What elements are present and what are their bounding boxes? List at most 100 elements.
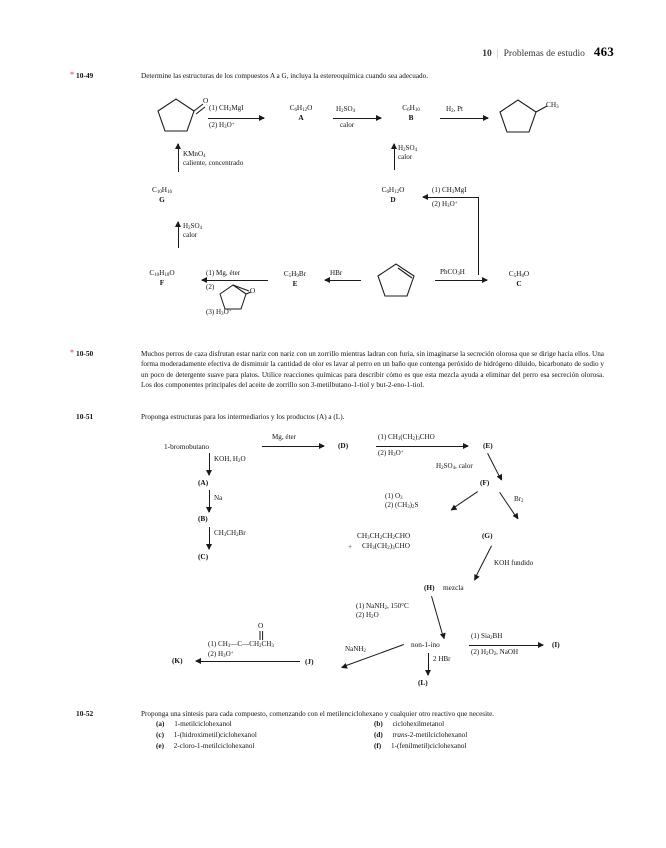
product-H-note: mezcla [443, 583, 464, 592]
reagent-kmno4: KMnO4 [183, 150, 206, 160]
problem-10-49-text: Determine las estructuras de los compues… [141, 72, 429, 80]
option-d-stereo-prefix: trans [392, 731, 408, 739]
option-a-letter: (a) [156, 720, 165, 728]
reagent-calor-3: calor [183, 231, 198, 239]
arrow-grignard-epoxide [201, 277, 268, 284]
product-B-51: (B) [198, 514, 208, 523]
product-E: (E) [483, 441, 493, 450]
arrow-dehydration-2 [391, 143, 398, 170]
reagent-epoxide-step: (2) [206, 283, 215, 291]
option-e-letter: (e) [156, 742, 164, 750]
reagent-pentanal-step1: (1) CH3(CH2)3CHO [378, 433, 435, 443]
cyclopentene-oxide-structure [219, 284, 252, 310]
cyclopentene-structure [377, 263, 415, 297]
option-e: (e) 2-cloro-1-metilciclohexanol [156, 742, 254, 750]
compound-D-label: D [390, 195, 396, 204]
reagent-mg-eter: (1) Mg, éter [206, 269, 241, 277]
reagent-grignard2-step1: (1) CH3MgI [432, 186, 467, 196]
reagent-calor-1: calor [340, 121, 355, 129]
product-A-51: (A) [198, 478, 209, 487]
compound-D-formula: C6H12O [381, 185, 405, 196]
arrow-dehydration-3 [175, 221, 182, 248]
reagent-koh-h2o: KOH, H2O [214, 455, 246, 465]
arrow-ozonolysis [450, 491, 478, 510]
compound-C-label: C [516, 279, 522, 288]
arrow-ethyl-bromide [206, 527, 213, 550]
product-L: (L) [418, 678, 428, 687]
page-number: 463 [593, 44, 614, 59]
product-F: (F) [480, 478, 490, 487]
compound-F-label: F [159, 278, 165, 287]
problem-10-51-text: Proponga estructuras para los intermedia… [141, 413, 345, 421]
reagent-br2: Br2 [514, 495, 524, 505]
epoxide-oxygen-label: O [250, 286, 256, 295]
arrow-grignard-1 [208, 115, 265, 122]
option-f-letter: (f) [374, 742, 382, 750]
reagent-h2so4-2: H2SO4 [398, 144, 418, 154]
option-f: (f) 1-(fenilmetil)ciclohexanol [374, 742, 466, 750]
reagent-nanh2-step1: (1) NaNH2, 150°C [356, 602, 409, 612]
problem-10-49-number: 10-49 [76, 71, 94, 80]
arrow-dehydration-1 [333, 115, 382, 122]
arrow-hydroboration [469, 642, 544, 649]
reagent-h2-pt: H2, Pt [446, 105, 463, 115]
product-J: (J) [305, 657, 314, 666]
reagent-grignard-step1: (1) CH3MgI [209, 104, 244, 114]
reagent-nanh2-plain: NaNH2 [345, 645, 366, 655]
compound-A-label: A [298, 113, 304, 122]
product-H: (H) [424, 583, 435, 592]
problem-10-50-number: 10-50 [76, 349, 94, 358]
arrow-peracid [435, 277, 488, 284]
header-separator: | [496, 49, 499, 59]
option-b-letter: (b) [374, 720, 383, 728]
arrow-grignard-2 [422, 194, 479, 201]
problem-10-50-text: Muchos perros de caza disfrutan estar na… [141, 350, 604, 389]
problem-10-52-text: Proponga una síntesis para cada compuest… [141, 710, 495, 718]
arrow-kmno4 [175, 143, 182, 172]
reagent-ketone-step1: (1) CH3—C—CH2CH3 [208, 640, 274, 650]
reagent-grignard-step2: (2) H3O+ [209, 121, 235, 131]
reagent-grignard2-step2: (2) H3O+ [432, 200, 458, 210]
reagent-phco3h: PhCO3H [440, 268, 465, 278]
compound-C-formula: C5H8O [508, 269, 530, 280]
reagent-nanh2-step2: (2) H2O [356, 611, 379, 621]
reagent-ethyl-bromide: CH3CH2Br [214, 529, 246, 539]
problem-10-49-star: * [70, 70, 74, 79]
reagent-h2so4-1: H2SO4 [336, 105, 356, 115]
arrow-E-to-F [487, 453, 502, 481]
header-section-title: Problemas de estudio [503, 49, 585, 59]
arrow-na [206, 490, 213, 513]
ozonolysis-plus-sign: + [348, 542, 353, 551]
ozonolysis-product-1: CH3CH2CH2CHO [357, 531, 411, 542]
compound-B-formula: C6H10 [402, 103, 420, 114]
reagent-ozone-step1: (1) O3 [385, 492, 403, 502]
methyl-group-label: CH3 [546, 100, 559, 111]
starting-material-bromobutane: 1-bromobutano [164, 442, 209, 451]
option-b-name: ciclohexilmetanol [392, 720, 445, 728]
reagent-epoxide-workup: (3) H3O+ [206, 308, 232, 318]
reagent-kmno4-conditions: caliente, concentrado [183, 159, 244, 167]
compound-G-formula: C10H16 [151, 185, 173, 196]
option-a-name: 1-metilciclohexanol [174, 720, 232, 728]
arrow-two-hbr [425, 653, 432, 676]
reagent-na: Na [214, 494, 223, 502]
compound-G-label: G [159, 195, 165, 204]
methylcyclopentane-structure [499, 99, 548, 133]
arrow-ketone-addition [195, 658, 300, 665]
cyclopentanone-oxygen-label: O [203, 96, 209, 105]
ketone-oxygen-label: O [258, 621, 264, 630]
reagent-h2so4-calor-51: H2SO4, calor [436, 462, 473, 472]
reagent-h2so4-3: H2SO4 [183, 222, 203, 232]
reagent-hbr: HBr [330, 269, 343, 277]
arrow-aldehyde-addition [376, 443, 469, 450]
option-d: (d) trans-2-metilciclohexanol [374, 731, 467, 739]
compound-F-formula: C10H18O [149, 268, 175, 279]
product-K: (K) [172, 656, 183, 665]
option-e-name: 2-cloro-1-metilciclohexanol [173, 742, 255, 750]
option-c: (c) 1-(hidroximetil)ciclohexanol [156, 731, 257, 739]
problem-10-52-number: 10-52 [76, 709, 94, 718]
option-d-letter: (d) [374, 731, 383, 739]
arrow-hbr [324, 277, 361, 284]
